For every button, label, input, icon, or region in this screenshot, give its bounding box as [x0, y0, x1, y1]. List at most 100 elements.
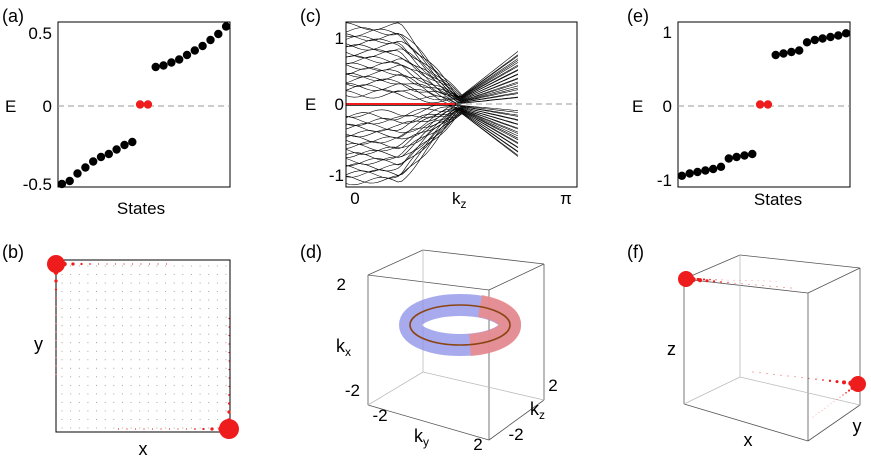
- lattice-site: [61, 384, 63, 386]
- band-line: [345, 67, 519, 105]
- lattice-site: [70, 308, 72, 310]
- lattice-site: [104, 325, 106, 327]
- lattice-site: [139, 299, 141, 301]
- lattice-site: [147, 427, 149, 429]
- chart-d-tick-kx-top: 2: [337, 275, 346, 294]
- lattice-site: [139, 410, 141, 412]
- lattice-site: [182, 291, 184, 293]
- lattice-site: [139, 418, 141, 421]
- lattice-site: [165, 350, 167, 352]
- lattice-site: [61, 316, 63, 318]
- lattice-site: [78, 325, 80, 327]
- lattice-site: [87, 393, 89, 395]
- hinge-weight-dot: [766, 373, 768, 375]
- hinge-weight-dot: [845, 391, 847, 394]
- chart-a-ytick-top: 0.5: [28, 24, 52, 43]
- band-line: [345, 106, 519, 131]
- lattice-site: [216, 418, 218, 421]
- lattice-site: [173, 376, 175, 378]
- chart-e-xlabel: States: [754, 190, 802, 209]
- chart-f-hinge-top: [690, 276, 792, 289]
- lattice-site: [156, 376, 158, 378]
- lattice-site: [156, 265, 158, 267]
- lattice-site: [173, 359, 175, 361]
- lattice-site: [78, 291, 80, 293]
- lattice-site: [70, 299, 72, 301]
- lattice-site: [190, 299, 193, 301]
- lattice-site: [104, 308, 106, 310]
- lattice-site: [95, 393, 98, 395]
- lattice-site: [78, 393, 80, 395]
- lattice-site: [216, 384, 218, 386]
- lattice-site: [95, 342, 98, 344]
- state-point: [685, 169, 694, 178]
- lattice-site: [165, 418, 167, 421]
- lattice-site: [104, 427, 106, 429]
- lattice-site: [61, 299, 63, 301]
- lattice-site: [87, 376, 89, 378]
- lattice-site: [147, 308, 149, 310]
- edge-weight-dot: [89, 263, 91, 265]
- lattice-site: [147, 350, 149, 352]
- edge-weight-dot: [185, 428, 188, 430]
- hinge-weight-dot: [794, 376, 796, 378]
- state-point: [112, 145, 121, 154]
- chart-c-xtick-0: 0: [350, 189, 359, 208]
- lattice-site: [87, 273, 89, 276]
- lattice-site: [113, 316, 115, 318]
- state-point: [159, 61, 168, 70]
- hinge-weight-dot: [739, 280, 741, 281]
- lattice-site: [78, 333, 80, 335]
- lattice-site: [225, 273, 227, 276]
- lattice-site: [156, 342, 158, 344]
- lattice-site: [156, 282, 158, 284]
- lattice-site: [190, 376, 193, 378]
- lattice-site: [130, 384, 132, 386]
- band-line: [345, 55, 519, 100]
- chart-b-frame: [55, 259, 231, 433]
- lattice-site: [70, 410, 72, 412]
- lattice-site: [216, 282, 218, 284]
- hinge-weight-dot: [821, 410, 823, 411]
- lattice-site: [156, 384, 158, 386]
- lattice-site: [130, 427, 132, 429]
- lattice-site: [165, 359, 167, 361]
- lattice-site: [70, 359, 72, 361]
- lattice-site: [147, 367, 149, 369]
- lattice-site: [147, 418, 149, 421]
- lattice-site: [95, 333, 98, 335]
- lattice-site: [78, 418, 80, 421]
- state-point: [834, 31, 843, 40]
- lattice-site: [182, 308, 184, 310]
- lattice-site: [104, 359, 106, 361]
- lattice-site: [208, 316, 210, 318]
- lattice-site: [104, 333, 106, 335]
- lattice-site: [61, 325, 63, 327]
- hinge-weight-dot: [828, 379, 832, 382]
- panel-label-a: (a): [2, 6, 24, 26]
- hinge-weight-dot: [839, 396, 841, 398]
- edge-weight-dot: [114, 263, 117, 265]
- lattice-site: [173, 316, 175, 318]
- hinge-weight-dot: [734, 282, 736, 284]
- lattice-site: [199, 308, 201, 310]
- edge-weight-dot: [54, 288, 58, 291]
- lattice-site: [121, 342, 123, 344]
- hinge-weight-dot: [762, 285, 764, 287]
- edge-weight-dot: [131, 263, 134, 265]
- lattice-site: [61, 418, 63, 421]
- chart-e-ylabel: E: [632, 97, 643, 116]
- edge-weight-dot: [148, 263, 151, 265]
- chart-d-tick-kz-bot: -2: [508, 425, 523, 444]
- chart-a-ytick-bot: -0.5: [23, 175, 52, 194]
- state-point: [96, 152, 106, 162]
- state-point: [693, 167, 702, 177]
- lattice-site: [78, 367, 80, 369]
- lattice-site: [78, 359, 80, 361]
- lattice-site: [165, 325, 167, 327]
- lattice-site: [208, 427, 210, 429]
- chart-c-bands: [345, 22, 519, 186]
- hinge-weight-dot: [775, 280, 777, 282]
- lattice-site: [130, 316, 132, 318]
- lattice-site: [147, 333, 149, 335]
